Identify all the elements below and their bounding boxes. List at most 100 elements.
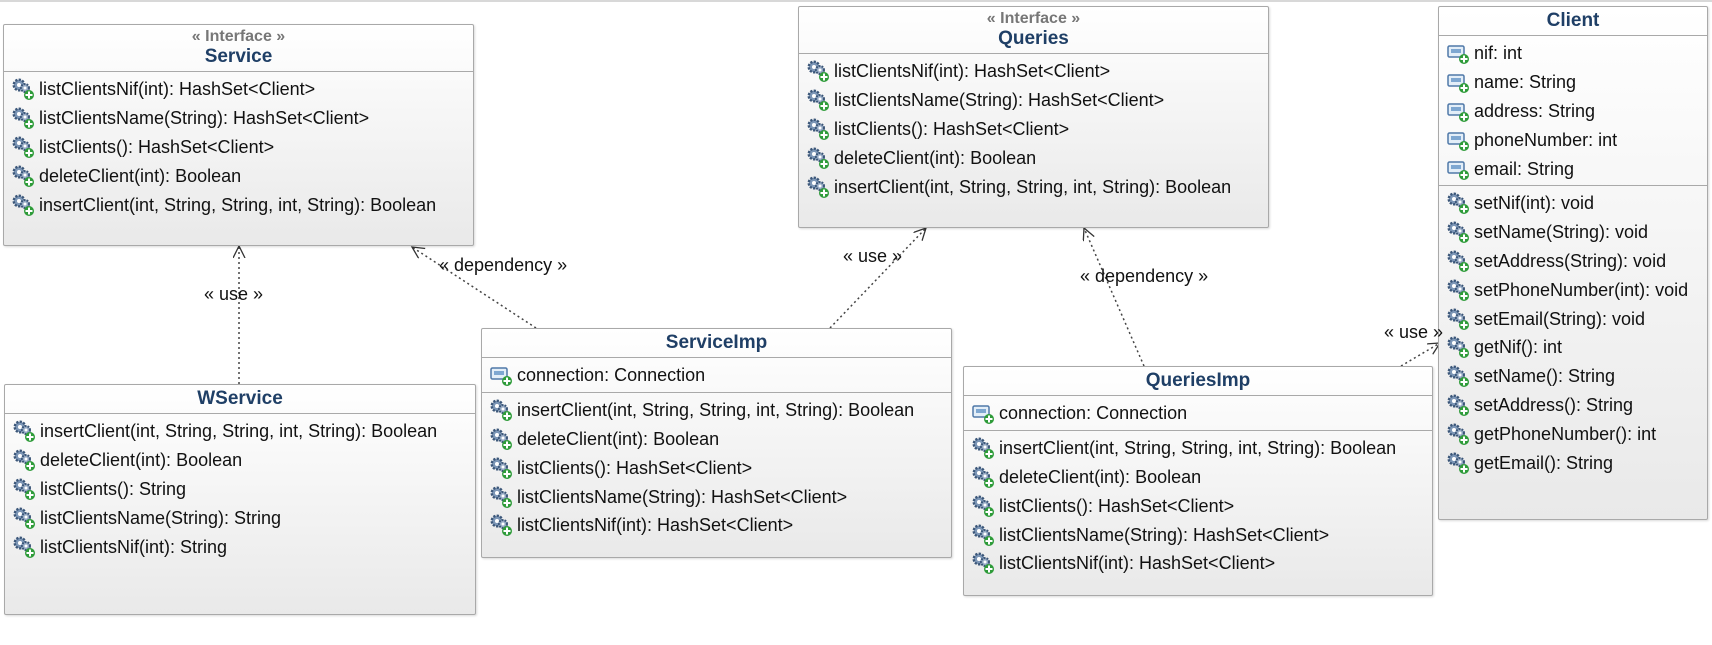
method-gear-icon	[12, 448, 36, 472]
operations-compartment: listClientsNif(int): HashSet<Client> list…	[4, 72, 473, 221]
operation-row[interactable]: setAddress(): String	[1439, 391, 1707, 420]
operation-row[interactable]: listClientsNif(int): HashSet<Client>	[799, 57, 1268, 86]
method-gear-icon	[489, 485, 513, 509]
method-gear-icon	[12, 506, 36, 530]
operation-row[interactable]: listClientsName(String): HashSet<Client>	[4, 104, 473, 133]
operation-row[interactable]: insertClient(int, String, String, int, S…	[5, 417, 475, 446]
operation-row[interactable]: insertClient(int, String, String, int, S…	[482, 396, 951, 425]
method-gear-icon	[1446, 191, 1470, 215]
operation-row[interactable]: listClients(): HashSet<Client>	[799, 115, 1268, 144]
operation-row[interactable]: insertClient(int, String, String, int, S…	[4, 190, 473, 219]
method-gear-icon	[11, 164, 35, 188]
operation-label: listClientsNif(int): HashSet<Client>	[39, 79, 316, 100]
operation-row[interactable]: deleteClient(int): Boolean	[4, 161, 473, 190]
operation-row[interactable]: listClients(): HashSet<Client>	[4, 133, 473, 162]
operation-row[interactable]: listClientsName(String): HashSet<Client>	[964, 520, 1432, 549]
operation-row[interactable]: listClientsNif(int): String	[5, 532, 475, 561]
operation-row[interactable]: listClients(): String	[5, 475, 475, 504]
field-icon	[971, 401, 995, 425]
operation-row[interactable]: listClientsName(String): HashSet<Client>	[799, 86, 1268, 115]
class-name: ServiceImp	[665, 332, 768, 353]
operation-row[interactable]: setNif(int): void	[1439, 189, 1707, 218]
class-name: QueriesImp	[1145, 370, 1251, 391]
operation-row[interactable]: setName(String): void	[1439, 218, 1707, 247]
operation-row[interactable]: listClientsName(String): HashSet<Client>	[482, 482, 951, 511]
method-gear-icon	[971, 494, 995, 518]
operation-row[interactable]: deleteClient(int): Boolean	[799, 143, 1268, 172]
method-gear-icon	[1446, 422, 1470, 446]
operation-label: insertClient(int, String, String, int, S…	[517, 400, 915, 421]
operation-row[interactable]: listClientsNif(int): HashSet<Client>	[4, 75, 473, 104]
class-name: Service	[204, 46, 273, 67]
class-queriesimp[interactable]: QueriesImp connection: Connection insert…	[963, 366, 1433, 596]
attribute-row[interactable]: email: String	[1439, 154, 1707, 183]
attribute-row[interactable]: connection: Connection	[964, 399, 1432, 428]
method-gear-icon	[12, 419, 36, 443]
operation-row[interactable]: getNif(): int	[1439, 333, 1707, 362]
class-serviceimp[interactable]: ServiceImp connection: Connection insert…	[481, 328, 952, 558]
class-name: Queries	[998, 28, 1069, 49]
operation-row[interactable]: listClients(): HashSet<Client>	[964, 491, 1432, 520]
operations-compartment: insertClient(int, String, String, int, S…	[482, 393, 951, 542]
operation-row[interactable]: setAddress(String): void	[1439, 247, 1707, 276]
operations-compartment: insertClient(int, String, String, int, S…	[964, 431, 1432, 580]
operation-label: listClientsNif(int): HashSet<Client>	[999, 553, 1276, 574]
operation-row[interactable]: insertClient(int, String, String, int, S…	[964, 434, 1432, 463]
operation-row[interactable]: insertClient(int, String, String, int, S…	[799, 172, 1268, 201]
method-gear-icon	[971, 551, 995, 575]
method-gear-icon	[11, 106, 35, 130]
operation-row[interactable]: getEmail(): String	[1439, 448, 1707, 477]
operations-compartment: insertClient(int, String, String, int, S…	[5, 414, 475, 563]
operation-row[interactable]: setEmail(String): void	[1439, 304, 1707, 333]
operation-label: insertClient(int, String, String, int, S…	[999, 438, 1397, 459]
operation-row[interactable]: deleteClient(int): Boolean	[5, 446, 475, 475]
operation-row[interactable]: setPhoneNumber(int): void	[1439, 275, 1707, 304]
operation-row[interactable]: listClientsName(String): String	[5, 503, 475, 532]
field-icon	[1446, 41, 1470, 65]
operation-row[interactable]: listClientsNif(int): HashSet<Client>	[964, 549, 1432, 578]
operation-label: listClientsNif(int): HashSet<Client>	[517, 515, 794, 536]
operation-row[interactable]: listClientsNif(int): HashSet<Client>	[482, 511, 951, 540]
method-gear-icon	[1446, 220, 1470, 244]
attribute-label: name: String	[1474, 72, 1577, 93]
label-serviceimp-dependency: « dependency »	[439, 255, 568, 275]
operation-row[interactable]: deleteClient(int): Boolean	[482, 425, 951, 454]
attribute-row[interactable]: phoneNumber: int	[1439, 125, 1707, 154]
attribute-label: nif: int	[1474, 43, 1523, 64]
operation-row[interactable]: getPhoneNumber(): int	[1439, 419, 1707, 448]
method-gear-icon	[806, 146, 830, 170]
operation-label: setName(String): void	[1474, 222, 1649, 243]
method-gear-icon	[1446, 393, 1470, 417]
method-gear-icon	[11, 77, 35, 101]
method-gear-icon	[489, 427, 513, 451]
method-gear-icon	[806, 175, 830, 199]
method-gear-icon	[489, 513, 513, 537]
attribute-row[interactable]: nif: int	[1439, 39, 1707, 68]
class-service[interactable]: « Interface » Service listClientsNif(int…	[3, 24, 474, 246]
operation-label: setName(): String	[1474, 366, 1616, 387]
operation-label: insertClient(int, String, String, int, S…	[40, 421, 438, 442]
class-queries[interactable]: « Interface » Queries listClientsNif(int…	[798, 6, 1269, 228]
operations-compartment: listClientsNif(int): HashSet<Client>list…	[799, 54, 1268, 203]
operation-label: setAddress(): String	[1474, 394, 1634, 415]
edge-queriesimp-client	[1400, 343, 1440, 367]
operation-label: getPhoneNumber(): int	[1474, 423, 1657, 444]
attribute-row[interactable]: name: String	[1439, 68, 1707, 97]
operation-label: insertClient(int, String, String, int, S…	[834, 176, 1232, 197]
attribute-row[interactable]: connection: Connection	[482, 361, 951, 390]
attributes-compartment: connection: Connection	[482, 358, 951, 393]
operation-label: getEmail(): String	[1474, 452, 1614, 473]
class-wservice[interactable]: WService insertClient(int, String, Strin…	[4, 384, 476, 615]
operation-row[interactable]: setName(): String	[1439, 362, 1707, 391]
operation-row[interactable]: listClients(): HashSet<Client>	[482, 453, 951, 482]
operation-row[interactable]: deleteClient(int): Boolean	[964, 463, 1432, 492]
attribute-row[interactable]: address: String	[1439, 97, 1707, 126]
operation-label: listClients(): HashSet<Client>	[517, 457, 753, 478]
attribute-label: phoneNumber: int	[1474, 129, 1618, 150]
method-gear-icon	[1446, 364, 1470, 388]
label-wservice-use: « use »	[204, 284, 264, 304]
method-gear-icon	[806, 117, 830, 141]
field-icon	[1446, 99, 1470, 123]
